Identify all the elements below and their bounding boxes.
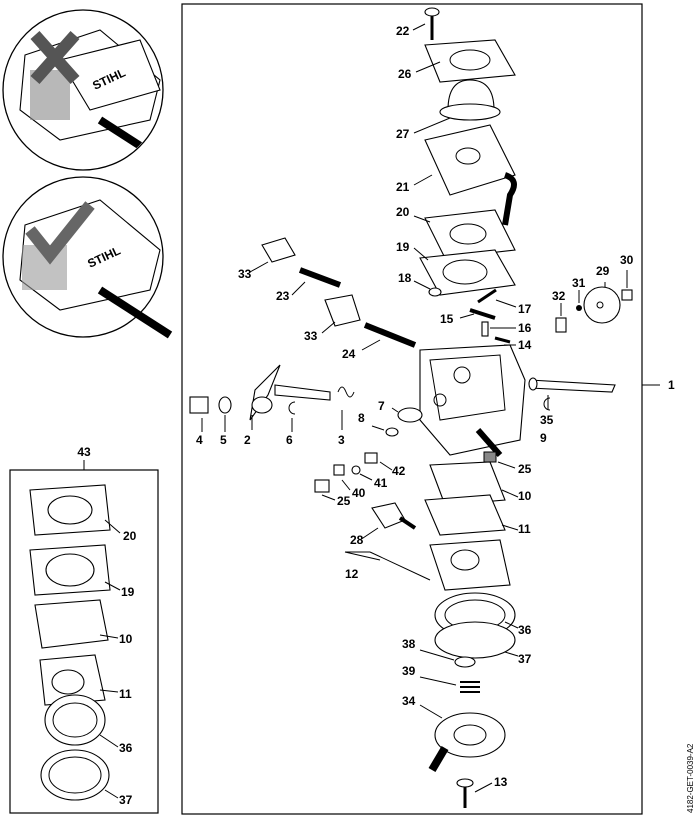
callout-13: 13 — [494, 775, 508, 789]
callout-28: 28 — [350, 533, 364, 547]
callout-17: 17 — [518, 302, 532, 316]
callout-19: 19 — [396, 240, 410, 254]
kit-callout-10: 10 — [119, 632, 133, 646]
kit-callout-37: 37 — [119, 793, 133, 807]
callout-40: 40 — [352, 486, 366, 500]
callout-41: 41 — [374, 476, 388, 490]
callout-37: 37 — [518, 652, 532, 666]
callout-31: 31 — [572, 276, 586, 290]
callout-10: 10 — [518, 489, 532, 503]
callout-7: 7 — [378, 399, 385, 413]
carburetor-body — [419, 344, 526, 457]
kit-callout-19: 19 — [121, 585, 135, 599]
callout-6: 6 — [286, 433, 293, 447]
callout-2: 2 — [244, 433, 251, 447]
callout-18: 18 — [398, 271, 412, 285]
callout-33-b: 33 — [304, 329, 318, 343]
callout-12: 12 — [345, 567, 359, 581]
document-code: 4182-GET-0039-A2 — [686, 743, 695, 813]
callout-43: 43 — [77, 445, 91, 459]
kit-callout-20: 20 — [123, 529, 137, 543]
callout-33-a: 33 — [238, 267, 252, 281]
kit-callout-11: 11 — [119, 687, 132, 701]
callout-21: 21 — [396, 180, 410, 194]
callout-1: 1 — [668, 378, 675, 392]
callout-29: 29 — [596, 264, 610, 278]
callout-42: 42 — [392, 464, 406, 478]
callout-27: 27 — [396, 127, 410, 141]
callout-16: 16 — [518, 321, 532, 335]
callout-34: 34 — [402, 694, 416, 708]
callout-24: 24 — [342, 347, 356, 361]
main-frame — [181, 3, 643, 815]
callout-20: 20 — [396, 205, 410, 219]
left-parts: 33 23 33 24 2 3 4 5 6 — [189, 237, 431, 581]
callout-35: 35 — [540, 413, 554, 427]
inset-incorrect-model: STIHL — [2, 9, 164, 171]
callout-3: 3 — [338, 433, 345, 447]
right-parts: 29 30 31 32 35 9 — [528, 253, 634, 445]
callout-14: 14 — [518, 338, 532, 352]
inset-correct-model: STIHL — [2, 176, 173, 339]
callout-38: 38 — [402, 637, 416, 651]
callout-25-b: 25 — [518, 462, 532, 476]
cross-icon — [30, 31, 80, 84]
callout-25-a: 25 — [337, 494, 351, 508]
callout-9: 9 — [540, 431, 547, 445]
callout-22: 22 — [396, 24, 410, 38]
callout-5: 5 — [220, 433, 227, 447]
callout-4: 4 — [196, 433, 203, 447]
callout-15: 15 — [440, 312, 454, 326]
callout-26: 26 — [398, 67, 412, 81]
bottom-stack: 25 10 11 36 37 38 39 34 — [402, 451, 532, 808]
callout-23: 23 — [276, 289, 290, 303]
callout-11: 11 — [518, 522, 531, 536]
callout-36: 36 — [518, 623, 532, 637]
check-icon — [25, 201, 95, 265]
kit-box: 43 20 19 10 11 36 37 — [9, 445, 159, 814]
callout-32: 32 — [552, 289, 566, 303]
callout-30: 30 — [620, 253, 634, 267]
kit-callout-36: 36 — [119, 741, 133, 755]
callout-8: 8 — [358, 411, 365, 425]
top-stack: 22 26 27 21 20 19 18 17 — [396, 7, 532, 352]
callout-39: 39 — [402, 664, 416, 678]
